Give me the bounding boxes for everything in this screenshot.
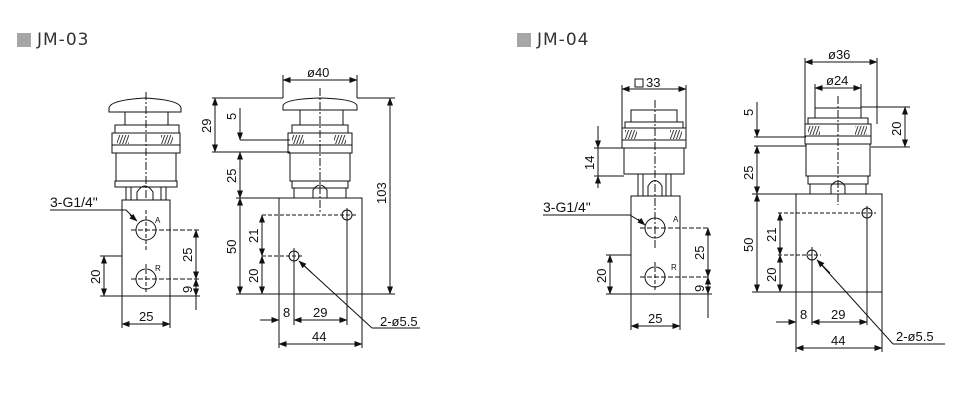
jm03-front-view bbox=[212, 75, 420, 348]
jm04-dim-neck: 25 bbox=[741, 166, 756, 180]
jm04-dim-width-side: 25 bbox=[648, 311, 662, 326]
jm04-dim-hole-v1: 21 bbox=[764, 228, 779, 242]
jm03-port-r: R bbox=[155, 264, 161, 273]
jm04-front-view bbox=[752, 58, 945, 352]
jm03-dim-width-front: 44 bbox=[312, 329, 326, 344]
jm04-dim-width-front: 44 bbox=[831, 333, 845, 348]
jm03-dim-total: 103 bbox=[374, 182, 389, 204]
jm04-dim-head: 20 bbox=[889, 122, 904, 136]
jm04-port-label: 3-G1/4" bbox=[543, 199, 591, 215]
jm04-side-view bbox=[543, 78, 712, 330]
jm03-port-label: 3-G1/4" bbox=[50, 194, 98, 210]
jm03-dim-hole-h1: 8 bbox=[283, 305, 290, 320]
jm03-dim-diameter: ø40 bbox=[307, 65, 329, 80]
jm04-dim-bottom-port: 9 bbox=[692, 285, 707, 292]
jm03-dim-bottom-port: 9 bbox=[180, 286, 195, 293]
jm03-dim-head: 29 bbox=[199, 119, 214, 133]
jm03-dim-cap: 5 bbox=[224, 113, 239, 120]
jm04-dim-collar: 14 bbox=[582, 156, 597, 170]
square-bullet-icon bbox=[517, 33, 531, 47]
jm03-dim-side-height: 20 bbox=[88, 270, 103, 284]
jm03-side-view bbox=[50, 92, 200, 328]
jm03-dim-hole-v1: 21 bbox=[246, 229, 261, 243]
jm04-dim-body: 50 bbox=[741, 238, 756, 252]
jm03-port-a: A bbox=[155, 216, 161, 225]
jm03-dim-hole-h2: 29 bbox=[313, 305, 327, 320]
jm04-dim-square: 33 bbox=[646, 75, 660, 90]
model-header-jm04: JM-04 bbox=[517, 30, 589, 50]
jm04-port-a: A bbox=[673, 215, 679, 224]
jm04-dim-outer-diameter: ø36 bbox=[828, 47, 850, 62]
jm04-dim-hole-h2: 29 bbox=[831, 307, 845, 322]
jm04-dim-hole-h1: 8 bbox=[800, 307, 807, 322]
jm03-dim-neck: 25 bbox=[224, 169, 239, 183]
model-title-jm03: JM-03 bbox=[37, 30, 90, 50]
jm03-dim-width-side: 25 bbox=[139, 309, 153, 324]
jm04-hole-label: 2-ø5.5 bbox=[896, 329, 934, 344]
square-bullet-icon bbox=[17, 33, 31, 47]
jm04-dim-side-height: 20 bbox=[594, 269, 609, 283]
jm03-dim-port-spacing: 25 bbox=[180, 248, 195, 262]
model-title-jm04: JM-04 bbox=[537, 30, 590, 50]
jm03-dim-body: 50 bbox=[224, 240, 239, 254]
model-header-jm03: JM-03 bbox=[17, 30, 89, 50]
jm04-dim-cap: 5 bbox=[741, 109, 756, 116]
jm03-hole-label: 2-ø5.5 bbox=[380, 314, 418, 329]
jm04-dim-hole-v2: 20 bbox=[764, 268, 779, 282]
jm04-port-r: R bbox=[671, 263, 677, 272]
jm04-dim-inner-diameter: ø24 bbox=[826, 73, 848, 88]
jm04-dim-port-spacing: 25 bbox=[692, 246, 707, 260]
jm03-dim-hole-v2: 20 bbox=[246, 269, 261, 283]
